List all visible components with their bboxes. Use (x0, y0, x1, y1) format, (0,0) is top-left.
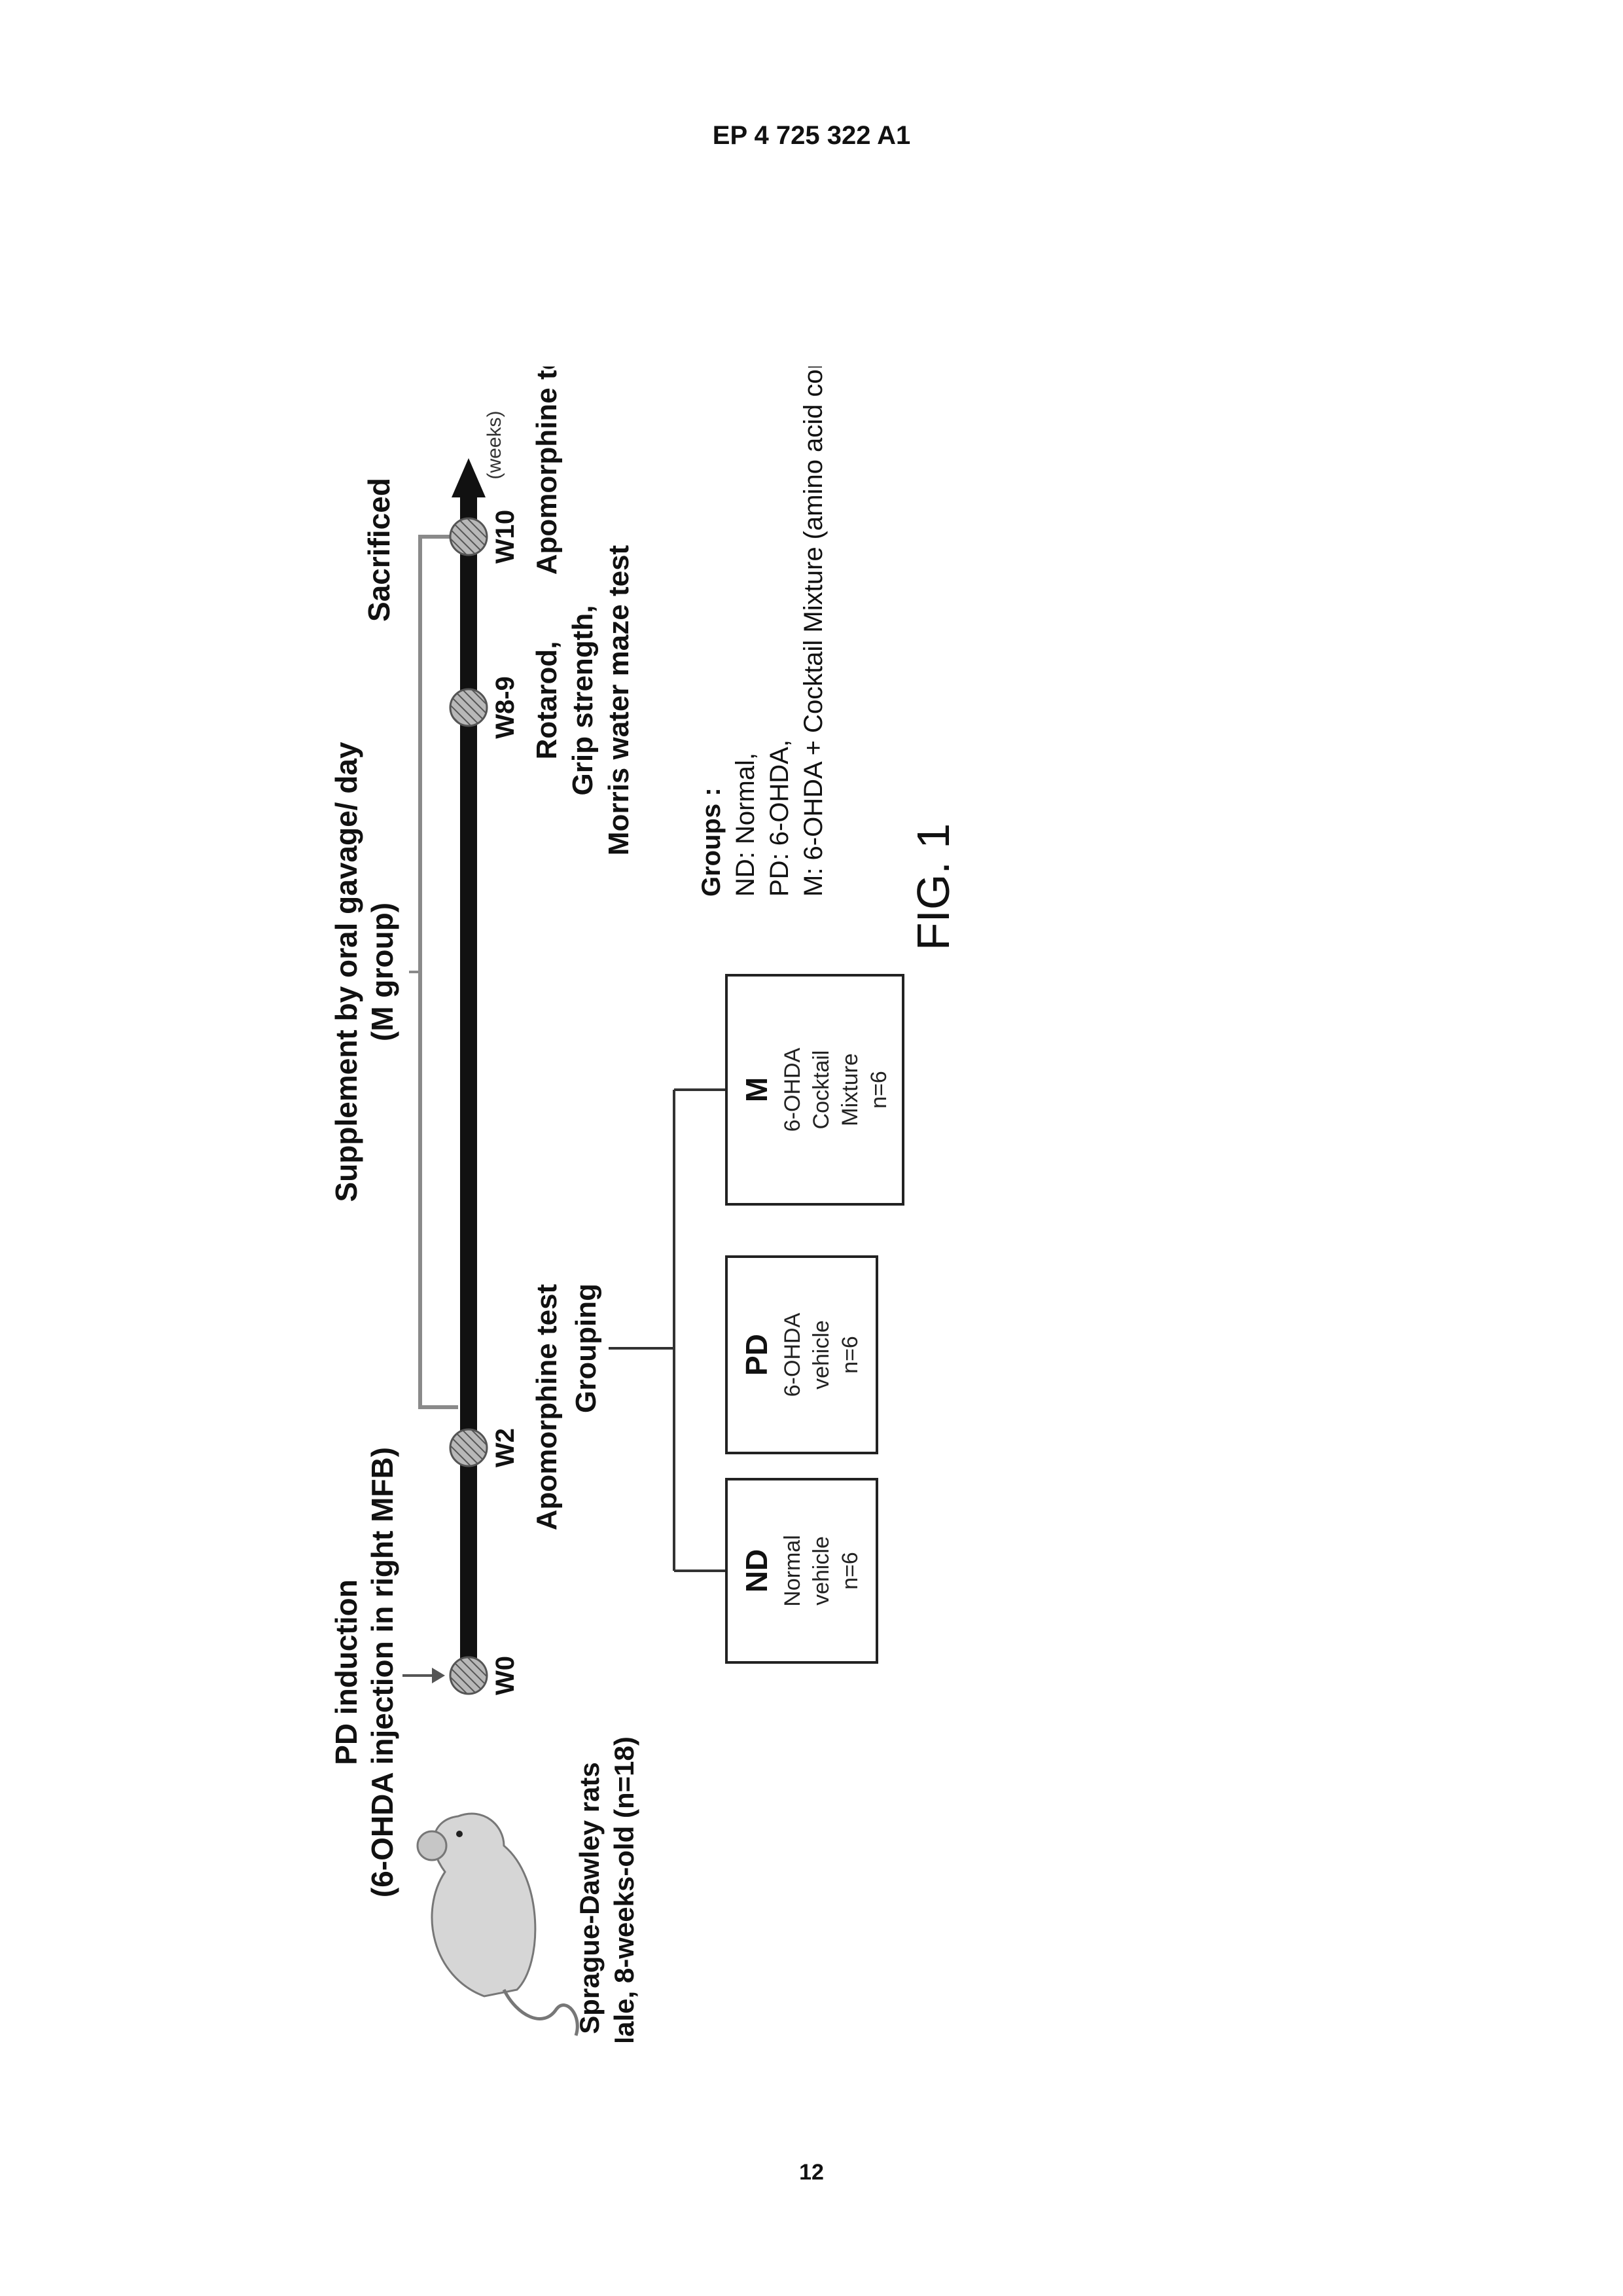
pd-induction-title: PD induction (329, 1579, 363, 1765)
week-label-w10: W10 (491, 510, 520, 564)
grouping-tree-lines (609, 1090, 726, 1571)
rat-caption-line1: Sprague-Dawley rats (574, 1762, 605, 2034)
rat-eye (456, 1831, 463, 1837)
rat-illustration (418, 1814, 577, 2036)
legend-title: Groups : (697, 787, 726, 897)
supplement-subtitle: (M group) (365, 903, 399, 1041)
week-label-w8-9: W8-9 (491, 676, 520, 739)
page-number: 12 (772, 2160, 851, 2185)
rat-ear (418, 1831, 446, 1860)
group-m-line3: Mixture (838, 1053, 863, 1126)
groups-legend: Groups : ND: Normal, PD: 6-OHDA, M: 6-OH… (697, 367, 828, 897)
supplement-title: Supplement by oral gavage/ day (329, 742, 363, 1202)
event-w89-line3: Morris water maze test (603, 545, 635, 855)
timeline-marker-w8-9 (450, 689, 487, 726)
rat-body (432, 1814, 535, 1996)
event-w2-apomorphine: Apomorphine test (531, 1283, 563, 1530)
rat-caption-line2: Male, 8-weeks-old (n=18) (609, 1736, 639, 2042)
timeline-marker-w10 (450, 518, 487, 555)
group-box-m: M 6-OHDA Cocktail Mixture n=6 (726, 975, 903, 1204)
group-box-pd: PD 6-OHDA vehicle n=6 (726, 1257, 877, 1453)
group-pd-id: PD (740, 1334, 774, 1376)
patent-header: EP 4 725 322 A1 (681, 121, 942, 151)
group-box-nd: ND Normal vehicle n=6 (726, 1479, 877, 1662)
timeline-marker-w0 (450, 1657, 487, 1694)
group-nd-line2: vehicle (809, 1536, 834, 1605)
event-w89-line2: Grip strength, (567, 605, 599, 796)
legend-line-m: M: 6-OHDA + Cocktail Mixture (amino acid… (799, 367, 828, 897)
rat-tail (504, 1990, 577, 2036)
group-nd-line1: Normal (780, 1535, 805, 1607)
group-m-line1: 6-OHDA (780, 1047, 805, 1132)
group-pd-n: n=6 (838, 1336, 863, 1374)
grouping-label: Grouping (570, 1283, 602, 1413)
weeks-unit-label: (weeks) (484, 410, 505, 479)
timeline-bar (460, 497, 477, 1676)
week-label-w2: W2 (491, 1428, 520, 1467)
figure-rotated-canvas: PD induction (6-OHDA injection in right … (268, 367, 1185, 2042)
group-pd-line1: 6-OHDA (780, 1312, 805, 1397)
group-m-n: n=6 (866, 1071, 891, 1109)
event-w89-line1: Rotarod, (531, 641, 563, 760)
supplement-bracket (409, 537, 458, 1407)
timeline-arrowhead (452, 458, 486, 497)
experiment-timeline-diagram: PD induction (6-OHDA injection in right … (268, 367, 1185, 2042)
legend-line-pd: PD: 6-OHDA, (765, 740, 794, 897)
figure-label: FIG. 1 (908, 823, 959, 950)
group-m-line2: Cocktail (809, 1050, 834, 1130)
induction-arrow (402, 1668, 445, 1683)
sacrificed-label: Sacrificed (362, 478, 396, 622)
group-m-id: M (740, 1077, 774, 1102)
week-label-w0: W0 (491, 1656, 520, 1695)
figure-area: PD induction (6-OHDA injection in right … (268, 367, 1185, 2042)
group-nd-n: n=6 (838, 1552, 863, 1590)
group-pd-line2: vehicle (809, 1320, 834, 1390)
legend-line-nd: ND: Normal, (731, 753, 760, 897)
timeline-marker-w2 (450, 1429, 487, 1466)
group-nd-id: ND (740, 1549, 774, 1592)
event-w10-apomorphine: Apomorphine test (531, 367, 563, 575)
pd-induction-subtitle: (6-OHDA injection in right MFB) (365, 1447, 399, 1897)
